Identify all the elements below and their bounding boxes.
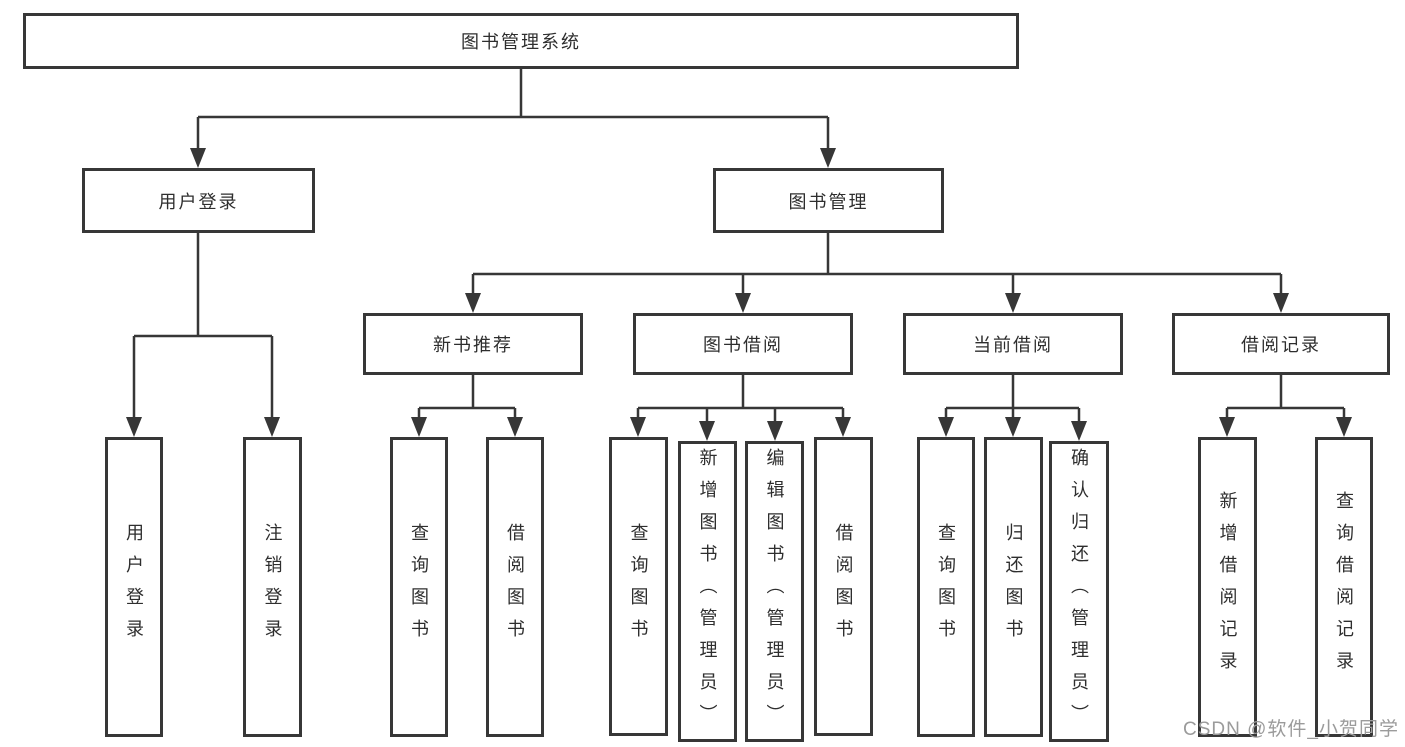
leaf-query-book-borrow: 查询图书 bbox=[609, 437, 668, 736]
leaf-borrow-book: 借阅图书 bbox=[814, 437, 873, 736]
leaf-query-borrow-record-label: 查询借阅记录 bbox=[1334, 491, 1354, 683]
leaf-confirm-return-admin: 确认归还（管理员） bbox=[1049, 441, 1109, 742]
leaf-query-book-recommend-label: 查询图书 bbox=[409, 523, 429, 651]
node-library-system: 图书管理系统 bbox=[23, 13, 1019, 69]
leaf-user-login-label: 用户登录 bbox=[124, 523, 144, 651]
connector-root bbox=[196, 69, 830, 150]
connector-user-login bbox=[132, 233, 274, 419]
node-book-borrow-label: 图书借阅 bbox=[703, 335, 783, 355]
connector-current-borrow bbox=[944, 375, 1081, 423]
leaf-query-book-current-label: 查询图书 bbox=[936, 523, 956, 651]
leaf-edit-book-admin: 编辑图书（管理员） bbox=[745, 441, 804, 742]
leaf-logout-label: 注销登录 bbox=[262, 523, 283, 651]
leaf-logout: 注销登录 bbox=[243, 437, 302, 737]
leaf-edit-book-admin-label: 编辑图书（管理员） bbox=[764, 447, 785, 736]
leaf-query-borrow-record: 查询借阅记录 bbox=[1315, 437, 1373, 737]
node-new-book-recommend: 新书推荐 bbox=[363, 313, 583, 375]
leaf-add-book-admin: 新增图书（管理员） bbox=[678, 441, 737, 742]
node-book-management-label: 图书管理 bbox=[788, 191, 869, 212]
leaf-query-book-borrow-label: 查询图书 bbox=[628, 522, 649, 651]
leaf-confirm-return-admin-label: 确认归还（管理员） bbox=[1069, 447, 1089, 736]
leaf-user-login: 用户登录 bbox=[105, 437, 163, 737]
node-borrow-records-label: 借阅记录 bbox=[1241, 335, 1321, 355]
connector-borrow-records bbox=[1225, 375, 1346, 419]
node-borrow-records: 借阅记录 bbox=[1172, 313, 1390, 375]
leaf-query-book-recommend: 查询图书 bbox=[390, 437, 448, 737]
leaf-borrow-book-recommend-label: 借阅图书 bbox=[505, 523, 525, 651]
csdn-watermark: CSDN @软件_小贺同学 bbox=[1183, 719, 1399, 740]
node-book-borrow: 图书借阅 bbox=[633, 313, 853, 375]
connector-book-management bbox=[471, 233, 1283, 295]
leaf-add-borrow-record-label: 新增借阅记录 bbox=[1217, 491, 1238, 683]
node-current-borrow: 当前借阅 bbox=[903, 313, 1123, 375]
leaf-return-book: 归还图书 bbox=[984, 437, 1043, 737]
connector-new-book-recommend bbox=[417, 375, 517, 419]
connector-book-borrow bbox=[636, 375, 845, 423]
leaf-add-borrow-record: 新增借阅记录 bbox=[1198, 437, 1257, 737]
node-current-borrow-label: 当前借阅 bbox=[973, 335, 1053, 355]
node-new-book-recommend-label: 新书推荐 bbox=[433, 335, 513, 355]
leaf-borrow-book-label: 借阅图书 bbox=[833, 522, 854, 651]
leaf-query-book-current: 查询图书 bbox=[917, 437, 975, 737]
node-user-login-module: 用户登录 bbox=[82, 168, 315, 233]
node-library-system-label: 图书管理系统 bbox=[461, 32, 581, 52]
node-user-login-module-label: 用户登录 bbox=[158, 191, 239, 212]
leaf-add-book-admin-label: 新增图书（管理员） bbox=[697, 447, 718, 736]
node-book-management: 图书管理 bbox=[713, 168, 944, 233]
leaf-return-book-label: 归还图书 bbox=[1003, 523, 1024, 651]
leaf-borrow-book-recommend: 借阅图书 bbox=[486, 437, 544, 737]
